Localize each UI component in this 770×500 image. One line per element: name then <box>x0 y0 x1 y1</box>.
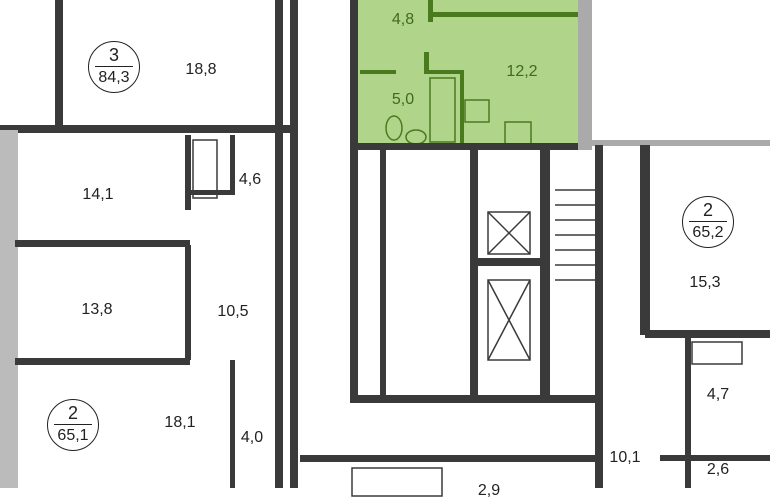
room-area-hall: 4,8 <box>391 11 415 28</box>
room-area: 4,6 <box>238 171 262 188</box>
room-area: 10,1 <box>609 449 641 466</box>
room-area: 18,8 <box>185 61 217 78</box>
rooms-count: 2 <box>702 200 713 220</box>
room-area: 18,1 <box>164 414 196 431</box>
room-area-kitchen-living: 12,2 <box>506 63 538 80</box>
room-area: 13,8 <box>81 301 113 318</box>
total-area: 84,3 <box>98 69 130 86</box>
total-area: 65,1 <box>57 427 89 444</box>
fixtures <box>192 139 743 497</box>
room-area: 4,0 <box>240 429 264 446</box>
room-area: 2,6 <box>706 461 730 478</box>
total-area: 65,2 <box>692 224 724 241</box>
room-area: 2,9 <box>477 482 501 499</box>
room-area: 10,5 <box>217 303 249 320</box>
rooms-count: 3 <box>108 45 119 65</box>
room-area: 15,3 <box>689 274 721 291</box>
room-area: 4,7 <box>706 386 730 403</box>
highlighted-apartment-walls <box>360 0 578 145</box>
room-area: 14,1 <box>82 186 114 203</box>
rooms-count: 2 <box>67 403 78 423</box>
room-area-bathroom: 5,0 <box>391 91 415 108</box>
